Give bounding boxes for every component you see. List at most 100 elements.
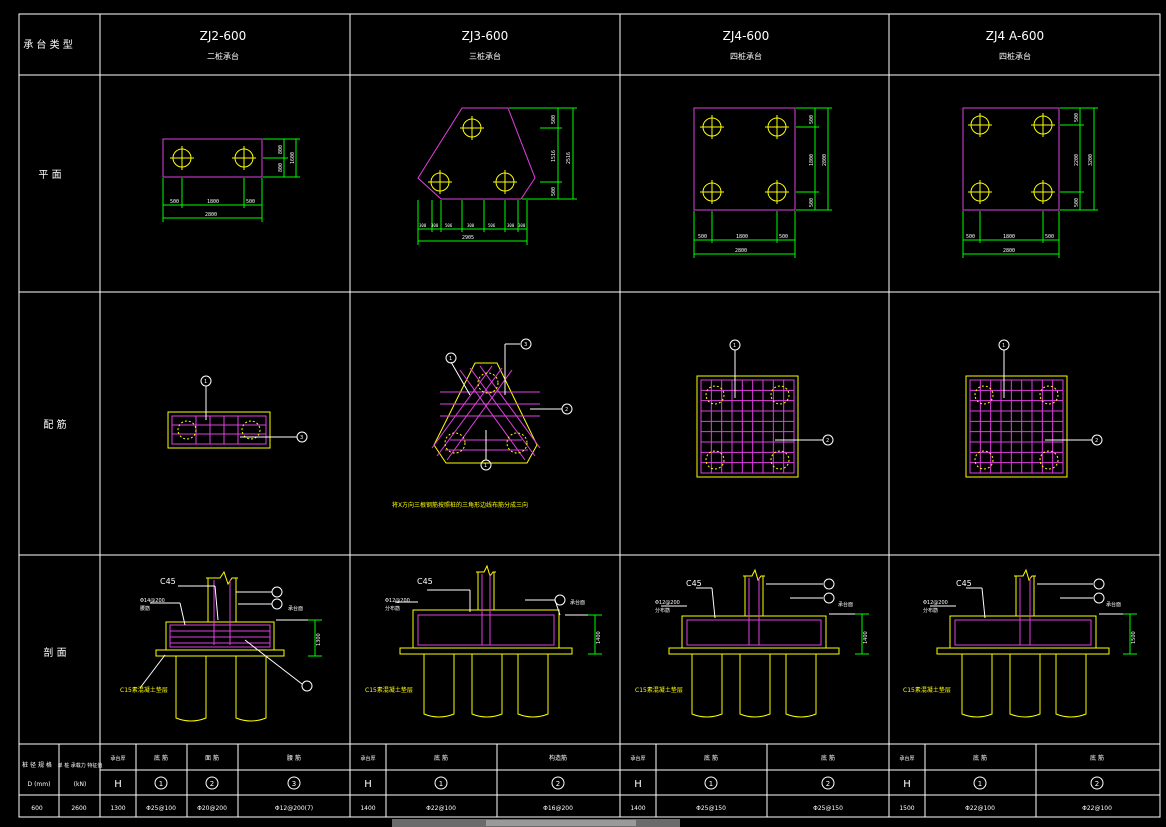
reinforcement-zj2: 1 3 [167,375,308,449]
concrete-grade: C45 [956,579,972,588]
rebar-mesh [701,380,794,473]
table-symbol: 3 [292,780,296,788]
dim-text: 300 [518,223,526,228]
dim-text: 3200 [1088,154,1094,166]
type-name: 四桩承台 [999,51,1031,61]
pile-symbol [968,113,1055,204]
dim-text: 1516 [551,150,557,162]
dim-text: 500 [809,198,815,207]
table-header: 承台厚 [630,755,645,762]
height-dim: 1400 [863,631,869,644]
dim-text: 2905 [462,235,474,241]
dim-text: 1800 [1003,234,1015,240]
dim-text: 500 [551,187,557,196]
table-header: 桩 径 规 格 [22,761,52,769]
dim-text: 1800 [736,234,748,240]
table-header: 底 筋 [821,754,835,762]
cushion-label: C15素混凝土垫层 [903,686,951,694]
table-symbol: 1 [439,780,443,788]
rebar-marker: 1 [484,463,487,469]
scrollbar-thumb[interactable] [486,820,636,826]
plan-zj4a: 500 1800 500 2800 500 2200 500 3200 [962,107,1098,258]
rebar-marker: 2 [1095,438,1098,444]
section-zj3: C45 Φ12@200 分布筋 承台面 1400 C15素混凝土垫层 [365,564,602,718]
table-header: (kN) [74,781,87,788]
table-symbol: H [114,779,122,790]
bar-spec: Φ14@200 [140,598,165,604]
pile-symbol [170,146,256,170]
table-cell: 1400 [630,805,645,812]
type-code: ZJ2-600 [200,29,247,43]
plan-zj2: 500 1800 500 2800 800 800 1600 [162,138,300,222]
table-symbol: 1 [978,780,982,788]
bar-spec: Φ12@200 [385,598,410,604]
table-header: D (mm) [28,781,51,788]
table-symbol: 2 [210,780,214,788]
type-name: 四桩承台 [730,51,762,61]
rebar-marker: 1 [733,343,736,349]
dim-text: 1600 [290,152,296,164]
dim-text: 500 [170,199,179,205]
table-cell: Φ20@200 [197,805,227,812]
table-header: 底 筋 [434,754,448,762]
dim-text: 2800 [205,212,217,218]
table-header: 底 筋 [973,754,987,762]
spec-table: 桩 径 规 格 D (mm) 单 桩 承载力 特征值 (kN) 600 2600… [22,754,1112,812]
height-dim: 1400 [596,631,602,644]
concrete-grade: C45 [417,577,433,586]
bar-spec: 分布筋 [655,607,670,614]
table-cell: Φ25@100 [146,805,176,812]
dim-text: 800 [278,163,284,172]
bar-spec: 分布筋 [923,607,938,614]
dim-text: 500 [966,234,975,240]
table-header: 承台厚 [360,755,375,762]
dim-text: 500 [1074,198,1080,207]
table-cell: Φ22@100 [426,805,456,812]
header-type-zj3: ZJ3-600 三桩承台 [462,29,509,61]
dim-text: 2516 [566,152,572,164]
rebar-marker: 2 [826,438,829,444]
type-code: ZJ4-600 [723,29,770,43]
type-name: 二桩承台 [207,51,239,61]
cushion-label: C15素混凝土垫层 [635,686,683,694]
dim-text: 300 [419,223,427,228]
grid-lines [18,13,1161,818]
row-label-section: 剖 面 [43,646,66,659]
dim-text: 300 [507,223,515,228]
dim-text: 506 [488,223,496,228]
dim-text: 500 [1045,234,1054,240]
table-header: 承台厚 [110,755,125,762]
table-header: 底 筋 [1090,754,1104,762]
table-header: 底 筋 [704,754,718,762]
dim-text: 2800 [735,248,747,254]
bar-spec: 腰筋 [140,605,150,612]
concrete-grade: C45 [160,577,176,586]
table-header: 承台厚 [899,755,914,762]
table-symbol: H [903,779,911,790]
table-header: 腰 筋 [287,754,301,762]
ground-label: 承台面 [288,605,303,612]
table-header: 构造筋 [549,754,567,762]
rebar-marker: 1 [1002,343,1005,349]
table-cell: 1500 [899,805,914,812]
type-code: ZJ3-600 [462,29,509,43]
concrete-grade: C45 [686,579,702,588]
table-cell: Φ25@150 [813,805,843,812]
header-type-zj2: ZJ2-600 二桩承台 [200,29,247,61]
dim-text: 2200 [1074,154,1080,166]
table-symbol: 2 [556,780,560,788]
table-symbol: 1 [159,780,163,788]
dim-text: 300 [467,223,475,228]
dim-text: 500 [1074,113,1080,122]
row-label-plan: 平 面 [38,170,61,181]
dim-text: 500 [779,234,788,240]
bar-spec: 分布筋 [385,605,400,612]
dim-text: 500 [809,115,815,124]
table-header: 底 筋 [154,754,168,762]
dim-text: 500 [698,234,707,240]
rebar-mesh [970,380,1063,473]
table-symbol: 1 [709,780,713,788]
table-symbol: 2 [826,780,830,788]
reinforcement-note: 将X方向三根钢筋按照桩的三角形边线布筋分成三向 [392,501,528,509]
